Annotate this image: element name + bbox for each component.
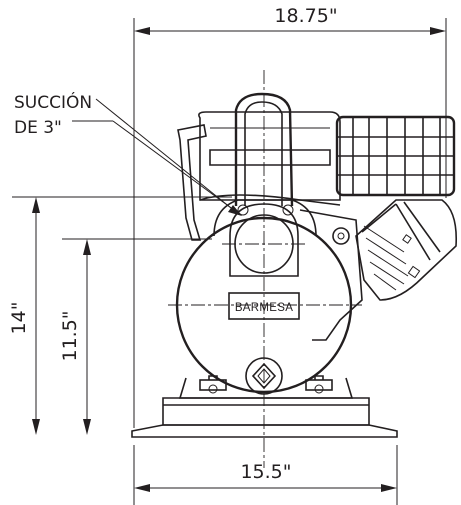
overall-height-label: 14" bbox=[8, 302, 30, 335]
discharge-height-label: 11.5" bbox=[59, 310, 81, 361]
base-width-label: 15.5" bbox=[240, 461, 291, 483]
overall-width-label: 18.75" bbox=[274, 5, 337, 27]
pump-assembly: BARMESA bbox=[131, 92, 458, 438]
carry-handle bbox=[234, 92, 294, 207]
extension-lines bbox=[12, 18, 447, 505]
suction-port bbox=[229, 203, 299, 277]
callout-leader bbox=[72, 98, 242, 216]
dim-discharge-height bbox=[83, 239, 91, 435]
base-plate bbox=[162, 397, 370, 426]
muffler-guard bbox=[335, 115, 456, 197]
suction-callout-line1: SUCCIÓN bbox=[14, 91, 92, 113]
center-lines bbox=[168, 70, 362, 468]
dim-overall-width bbox=[134, 27, 446, 35]
base-flange bbox=[131, 424, 398, 438]
dim-base-width bbox=[134, 484, 397, 492]
exhaust-pipe bbox=[177, 124, 207, 241]
dim-overall-height bbox=[32, 197, 40, 435]
suction-callout-line2: DE 3" bbox=[14, 118, 62, 138]
engine-housing bbox=[198, 111, 341, 201]
air-filter bbox=[355, 199, 458, 301]
